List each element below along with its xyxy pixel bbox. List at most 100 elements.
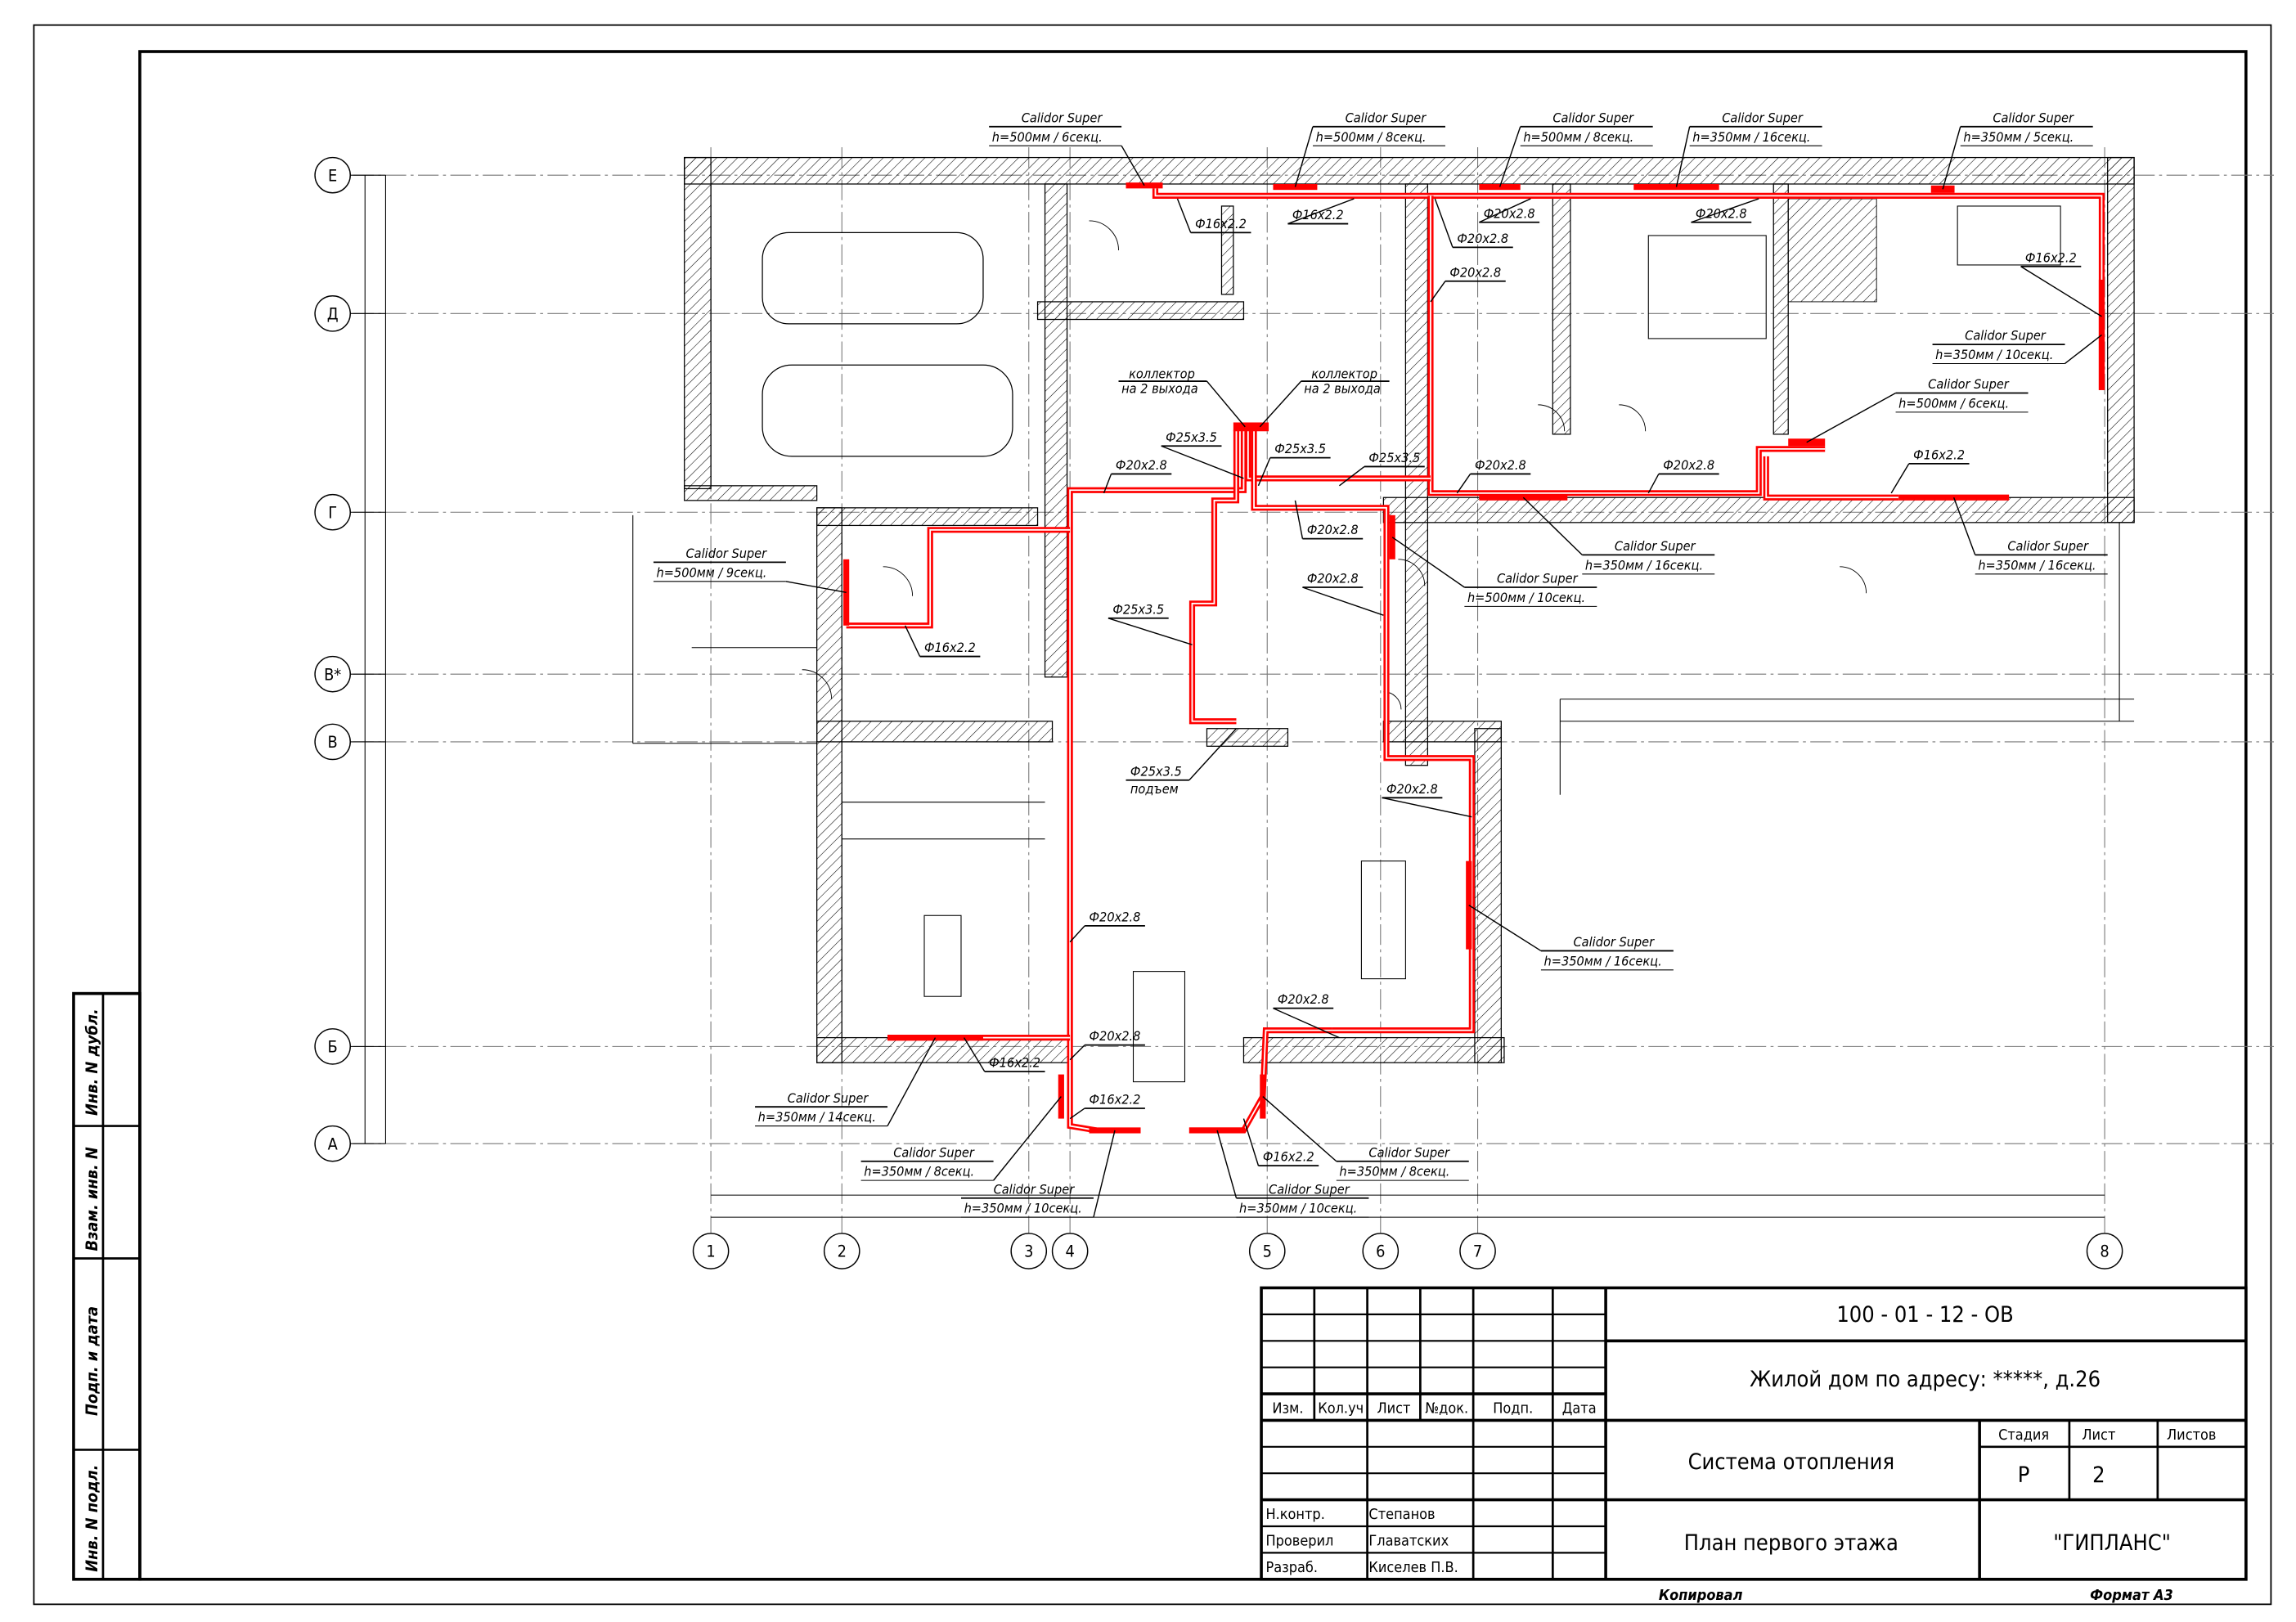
axis-row-bubble xyxy=(314,655,351,693)
pipe-size-label: Ф20х2.8 xyxy=(1484,205,1535,221)
radiator-spec: h=350мм / 16секц. xyxy=(1692,129,1810,145)
leader-line xyxy=(785,581,847,594)
axis-col-label: 3 xyxy=(1024,1242,1033,1261)
radiator-model: Calidor Super xyxy=(1368,1144,1450,1160)
radiator[interactable]: Calidor Super h=500мм / 6секц. xyxy=(1788,376,2029,447)
leader-line xyxy=(1121,145,1145,186)
axis-col-bubble xyxy=(1248,1233,1286,1269)
radiator-spec: h=350мм / 5секц. xyxy=(1963,129,2074,145)
leader-line xyxy=(1262,1096,1337,1162)
radiator-model: Calidor Super xyxy=(994,1181,1076,1197)
sofa-icon xyxy=(1360,860,1406,980)
leader-line xyxy=(2065,334,2102,365)
axis-col-label: 4 xyxy=(1065,1242,1074,1261)
revision-header: №док. xyxy=(1425,1400,1468,1417)
axis-col-label: 7 xyxy=(1473,1242,1482,1261)
leader-line xyxy=(1942,126,1961,190)
pipe-size-label: Ф25х3.5 xyxy=(1274,441,1326,456)
radiator-spec: h=350мм / 10секц. xyxy=(964,1201,1082,1216)
radiator-body[interactable] xyxy=(1058,1074,1064,1119)
heating-pipe xyxy=(1763,456,1899,501)
radiator-body[interactable] xyxy=(2098,279,2105,390)
pipe-size-label: Ф20х2.8 xyxy=(1663,457,1714,473)
axis-row-label: Е xyxy=(328,166,337,185)
furniture xyxy=(762,198,2061,1083)
kitchen-island-icon xyxy=(923,914,962,997)
collector-outputs: на 2 выхода xyxy=(1121,380,1198,396)
pipe-size-label: Ф20х2.8 xyxy=(1090,1028,1141,1044)
radiator[interactable]: Calidor Super h=350мм / 10секц. xyxy=(960,1127,1141,1218)
leader-line xyxy=(1468,905,1542,952)
axis-col-label: 1 xyxy=(706,1242,715,1261)
leader-line xyxy=(1391,537,1465,588)
radiator-spec: h=500мм / 6секц. xyxy=(992,129,1103,145)
system-name: Система отопления xyxy=(1688,1449,1894,1475)
pipe-size-label: Ф20х2.8 xyxy=(1457,231,1508,246)
axis-row-label: В* xyxy=(324,665,341,684)
radiator-spec: h=350мм / 14секц. xyxy=(758,1109,876,1125)
radiator-spec: h=500мм / 8секц. xyxy=(1523,129,1633,145)
pipe-size-label: Ф20х2.8 xyxy=(1696,205,1747,221)
leader-line xyxy=(887,1037,937,1126)
object-name: Жилой дом по адресу: *****, д.26 xyxy=(1750,1367,2101,1392)
pipe-size-label: Ф25х3.5 xyxy=(1166,429,1217,445)
radiator-spec: h=500мм / 6секц. xyxy=(1898,395,2009,411)
riser-size: Ф25х3.5 xyxy=(1130,763,1182,779)
revision-header: Изм. xyxy=(1272,1400,1303,1417)
stage-value: Р xyxy=(2018,1462,2030,1488)
pipe-size-label: Ф25х3.5 xyxy=(1368,450,1420,465)
radiator-model: Calidor Super xyxy=(1615,538,1696,554)
radiator[interactable]: Calidor Super h=350мм / 8секц. xyxy=(1260,1074,1469,1181)
radiator-body[interactable] xyxy=(1633,183,1719,191)
signature-role: Н.контр. xyxy=(1265,1506,1324,1523)
sauna-bench-icon xyxy=(1787,198,1877,303)
leader-line xyxy=(993,1096,1062,1181)
leader-line xyxy=(1806,392,1896,443)
radiator-spec: h=350мм / 16секц. xyxy=(1544,953,1662,968)
radiator-body[interactable] xyxy=(1788,438,1826,447)
sheet-value: 2 xyxy=(2092,1462,2105,1488)
leader-line xyxy=(1522,496,1583,555)
leader-line xyxy=(1952,496,1976,555)
signature-role: Разраб. xyxy=(1265,1559,1318,1576)
radiator-body[interactable] xyxy=(1479,183,1521,191)
radiator-model: Calidor Super xyxy=(1722,110,1804,125)
radiator-spec: h=350мм / 8секц. xyxy=(864,1164,974,1179)
radiator[interactable]: Calidor Super h=350мм / 16секц. xyxy=(1633,110,1822,191)
pipe-size-label: Ф16х2.2 xyxy=(2025,249,2077,265)
pipe-size-label: Ф20х2.8 xyxy=(1386,781,1438,797)
pipe-size-label: Ф20х2.8 xyxy=(1090,909,1141,924)
pipe-size-label: Ф16х2.2 xyxy=(1195,216,1247,231)
pipe-size-label: Ф20х2.8 xyxy=(1278,991,1329,1007)
sheet-label: Лист xyxy=(2082,1427,2115,1444)
axis-row-bubble xyxy=(314,723,351,761)
axis-col-label: 2 xyxy=(838,1242,847,1261)
axis-col-label: 6 xyxy=(1376,1242,1385,1261)
signature-role: Проверил xyxy=(1265,1532,1333,1549)
radiator-spec: h=350мм / 8секц. xyxy=(1339,1164,1449,1179)
axis-col-bubble xyxy=(692,1233,730,1269)
radiator-body[interactable] xyxy=(1898,494,2010,501)
radiator-model: Calidor Super xyxy=(1928,376,2010,392)
radiator-model: Calidor Super xyxy=(1346,110,1427,125)
radiator-body[interactable] xyxy=(1479,494,1568,501)
radiator-body[interactable] xyxy=(1273,183,1318,191)
radiator-spec: h=500мм / 9секц. xyxy=(657,564,767,580)
leader-line xyxy=(1093,1130,1116,1218)
drawing-code: 100 - 01 - 12 - ОВ xyxy=(1836,1302,2013,1328)
